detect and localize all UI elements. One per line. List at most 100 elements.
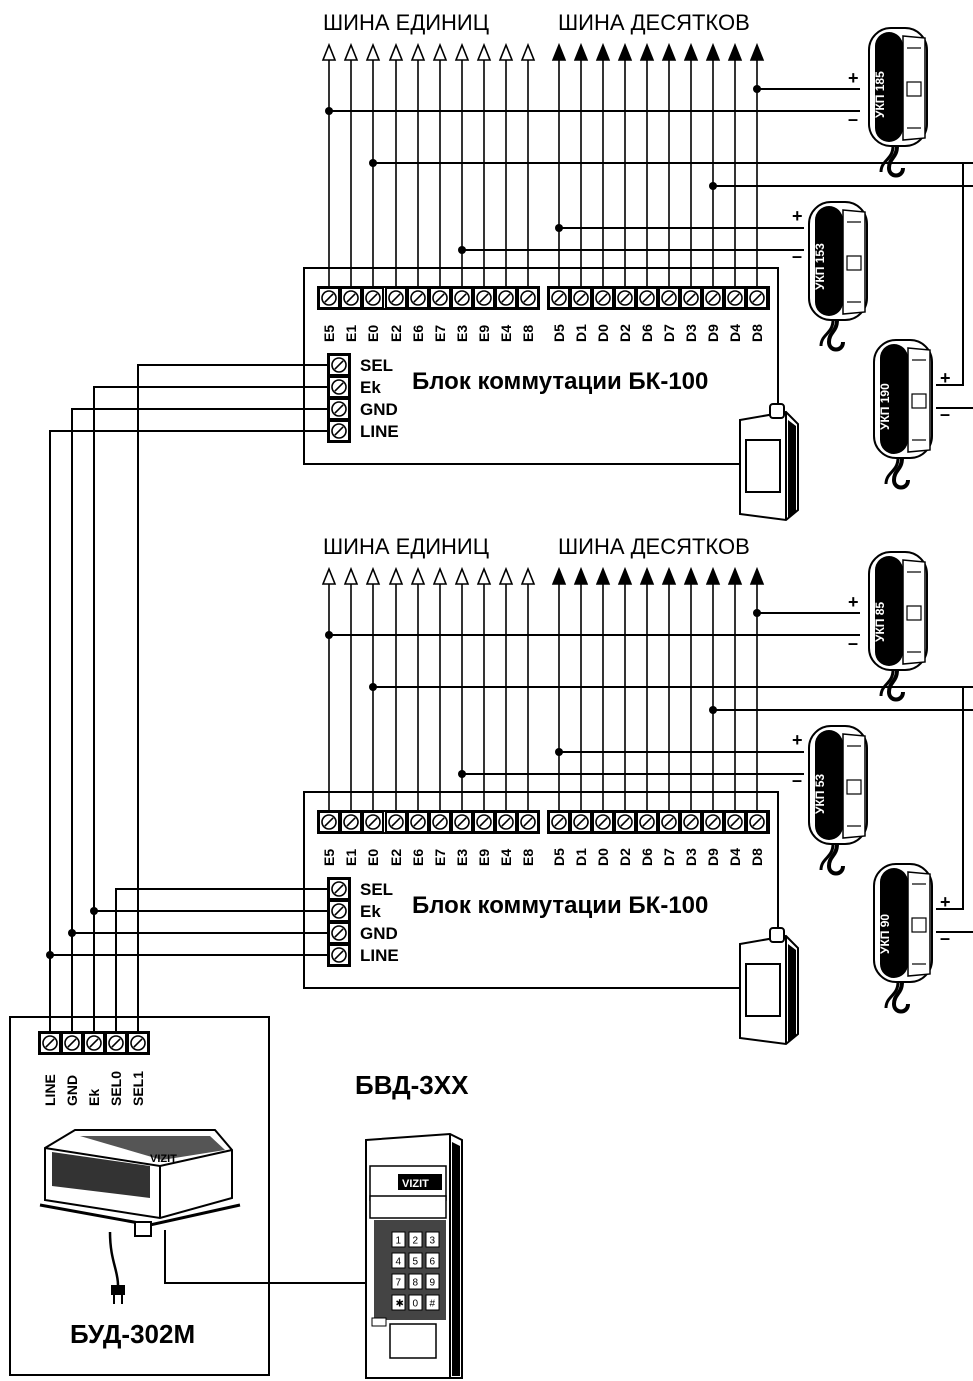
- unit-bus-arrow: [388, 42, 404, 61]
- screw-terminal: [658, 287, 680, 309]
- handset-label: УКП 153: [813, 243, 827, 290]
- screw-terminal: [746, 287, 768, 309]
- units-terminal-label: E9: [476, 849, 492, 866]
- tens-bus-arrow: [595, 566, 611, 585]
- tens-bus-arrow: [573, 42, 589, 61]
- units-terminal-label: E6: [410, 849, 426, 866]
- keypad-key: 4: [391, 1252, 406, 1269]
- screw-terminal: [328, 354, 350, 376]
- units-terminal-label: E1: [343, 325, 359, 342]
- side-terminal-label: Ek: [360, 902, 381, 921]
- switching-block-title: Блок коммутации БК-100: [412, 892, 708, 919]
- controller-terminal-label: Ek: [86, 1089, 102, 1106]
- svg-text:1: 1: [396, 1236, 402, 1247]
- units-terminal-label: E2: [388, 325, 404, 342]
- handset-label: УКП 85: [873, 602, 887, 642]
- screw-terminal: [658, 811, 680, 833]
- side-terminal-label: LINE: [360, 946, 399, 965]
- tens-bus-arrow: [683, 42, 699, 61]
- units-terminal-label: E8: [520, 325, 536, 342]
- keypad-key: 5: [408, 1252, 423, 1269]
- handset-minus-sign: –: [848, 109, 858, 129]
- tens-bus-arrow: [595, 42, 611, 61]
- tens-terminal-label: D7: [661, 324, 677, 342]
- keypad-key: 6: [425, 1252, 440, 1269]
- ek-wire: [93, 386, 328, 1033]
- handset-label: УКП 90: [878, 914, 892, 954]
- keypad-key: ✱: [391, 1294, 406, 1311]
- tens-bus-arrow: [573, 566, 589, 585]
- keypad-key: 2: [408, 1231, 423, 1248]
- svg-text:7: 7: [396, 1278, 402, 1289]
- controller-brand-logo: VIZIT: [150, 1153, 177, 1165]
- controller-terminal-label: SEL0: [108, 1071, 124, 1106]
- bus-tens-label: ШИНА ДЕСЯТКОВ: [558, 10, 750, 35]
- screw-terminal: [328, 922, 350, 944]
- screw-terminal: [517, 287, 539, 309]
- sel1-wire: [137, 364, 328, 1033]
- screw-terminal: [429, 811, 451, 833]
- unit-bus-arrow: [321, 42, 337, 61]
- handset-plus-sign: +: [792, 206, 803, 226]
- junction-dot: [46, 951, 54, 959]
- tens-terminal-label: D1: [573, 324, 589, 342]
- screw-terminal: [473, 287, 495, 309]
- controller-terminal-label: SEL1: [130, 1071, 146, 1106]
- tens-terminal-label: D9: [705, 848, 721, 866]
- unit-bus-arrow: [321, 566, 337, 585]
- tens-terminal-label: D6: [639, 848, 655, 866]
- door-panel-cable: [164, 1230, 368, 1284]
- tens-bus-arrow: [705, 566, 721, 585]
- controller-terminal-label: GND: [64, 1075, 80, 1106]
- screw-terminal: [746, 811, 768, 833]
- unit-bus-arrow: [454, 566, 470, 585]
- units-terminal-label: E1: [343, 849, 359, 866]
- keypad-key: 9: [425, 1273, 440, 1290]
- screw-terminal: [429, 287, 451, 309]
- screw-terminal: [495, 811, 517, 833]
- screw-terminal: [451, 811, 473, 833]
- unit-bus-arrow: [498, 566, 514, 585]
- screw-terminal: [473, 811, 495, 833]
- wire: [936, 687, 964, 910]
- screw-terminal: [340, 287, 362, 309]
- handset-minus-sign: –: [848, 633, 858, 653]
- screw-terminal: [328, 398, 350, 420]
- units-terminal-label: E5: [321, 325, 337, 342]
- side-terminal-label: LINE: [360, 422, 399, 441]
- screw-terminal: [328, 376, 350, 398]
- screw-terminal: [636, 287, 658, 309]
- units-terminal-label: E5: [321, 849, 337, 866]
- svg-text:6: 6: [430, 1257, 436, 1268]
- controller-bus-wires: [46, 364, 328, 1033]
- screw-terminal: [614, 811, 636, 833]
- handset-label: УКП 53: [813, 774, 827, 814]
- units-terminal-label: E3: [454, 325, 470, 342]
- screw-terminal: [451, 287, 473, 309]
- switching-block-title: Блок коммутации БК-100: [412, 368, 708, 395]
- unit-bus-arrow: [498, 42, 514, 61]
- units-terminal-label: E0: [365, 325, 381, 342]
- block-handset-illustration: [739, 403, 799, 521]
- unit-bus-arrow: [410, 42, 426, 61]
- units-terminal-label: E4: [498, 849, 514, 866]
- screw-terminal: [105, 1032, 127, 1054]
- unit-bus-arrow: [388, 566, 404, 585]
- tens-terminal-label: D0: [595, 848, 611, 866]
- keypad-key: 3: [425, 1231, 440, 1248]
- svg-text:4: 4: [396, 1257, 402, 1268]
- tens-terminal-label: D5: [551, 848, 567, 866]
- unit-bus-arrow: [410, 566, 426, 585]
- tens-bus-arrow: [617, 42, 633, 61]
- tens-terminal-label: D2: [617, 848, 633, 866]
- block-handset-illustration: [739, 927, 799, 1045]
- keypad-key: 8: [408, 1273, 423, 1290]
- tens-bus-arrow: [727, 566, 743, 585]
- screw-terminal: [592, 811, 614, 833]
- screw-terminal: [39, 1032, 61, 1054]
- tens-bus-arrow: [683, 566, 699, 585]
- screw-terminal: [340, 811, 362, 833]
- tens-bus-arrow: [749, 42, 765, 61]
